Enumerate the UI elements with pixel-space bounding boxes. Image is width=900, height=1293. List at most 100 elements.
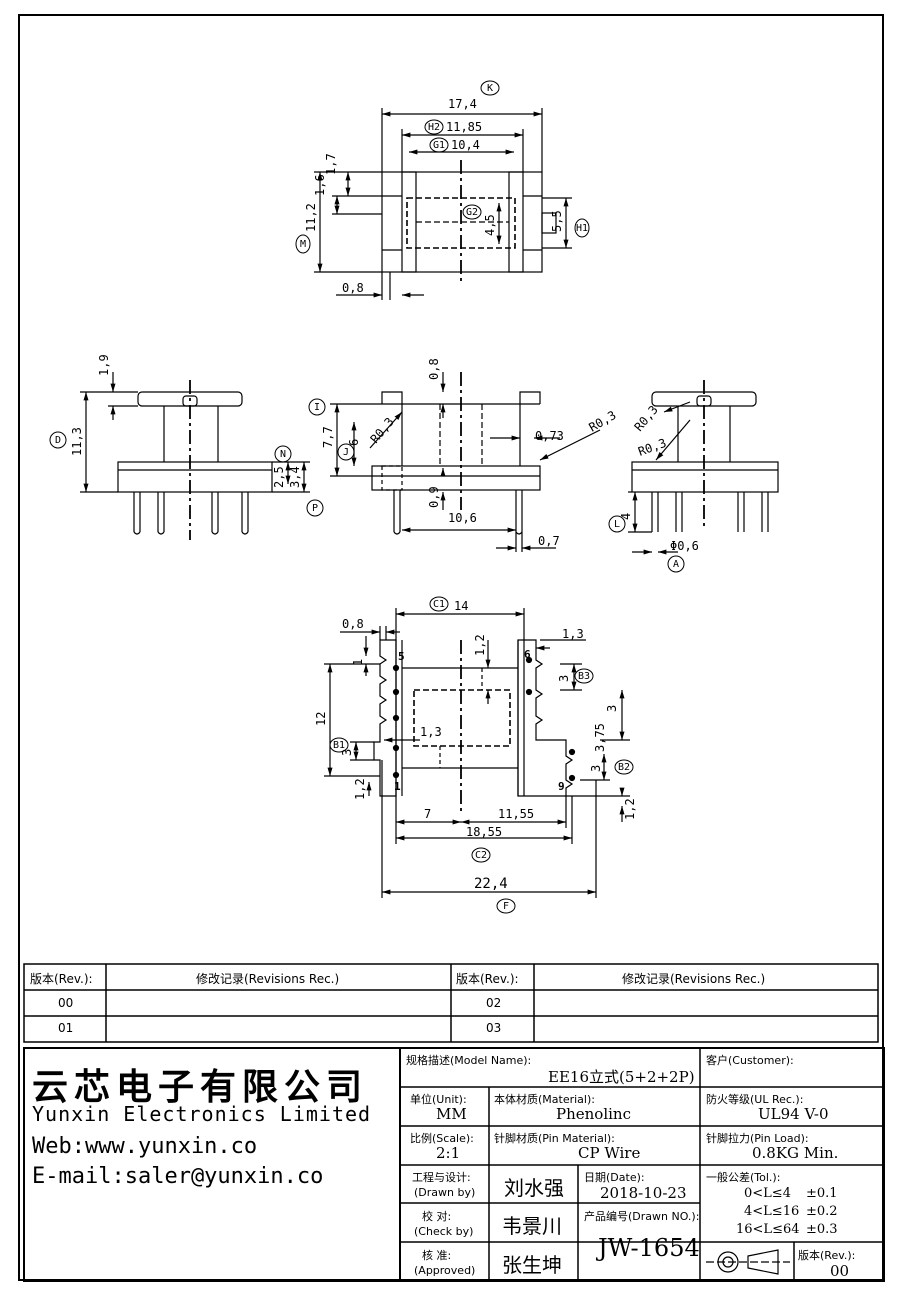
dim-11-2: 11,2 bbox=[304, 203, 318, 232]
technical-drawing: 17,4 11,85 10,4 1,7 1,6 11,2 4,5 5,5 0,8… bbox=[49, 80, 779, 914]
tag-j: J bbox=[343, 447, 349, 458]
company-name-cn: 云芯电子有限公司 bbox=[32, 1067, 369, 1108]
tol-range-2: 4<L≤16 bbox=[744, 1204, 800, 1219]
rev-value: 00 bbox=[830, 1262, 850, 1280]
company-web: Web:www.yunxin.co bbox=[32, 1134, 258, 1159]
tag-h1: H1 bbox=[576, 223, 588, 234]
tag-a: A bbox=[673, 559, 679, 570]
model-value: EE16立式(5+2+2P) bbox=[548, 1068, 695, 1086]
front-view bbox=[80, 372, 310, 540]
tag-g2: G2 bbox=[466, 207, 478, 218]
dim-3-75: 3,75 bbox=[593, 723, 607, 752]
dim-0-73: 0,73 bbox=[535, 429, 564, 443]
dim-12: 12 bbox=[314, 712, 328, 726]
dim-0-7: 0,7 bbox=[538, 534, 560, 548]
dim-0-8-bottom: 0,8 bbox=[342, 617, 364, 631]
drawn-no-label: 产品编号(Drawn NO.): bbox=[584, 1210, 700, 1223]
drawn-no-value: JW-1654 bbox=[598, 1234, 700, 1262]
tol-value-3: ±0.3 bbox=[806, 1222, 838, 1237]
pin-load-value: 0.8KG Min. bbox=[752, 1144, 839, 1162]
dim-17-4: 17,4 bbox=[448, 97, 477, 111]
tag-b2: B2 bbox=[618, 762, 630, 773]
check-value: 韦景川 bbox=[502, 1214, 562, 1238]
dim-3-b1: 3 bbox=[340, 749, 354, 756]
right-view bbox=[628, 380, 779, 555]
pin-5: 5 bbox=[398, 650, 405, 663]
drawn-label-en: (Drawn by) bbox=[414, 1186, 476, 1199]
top-view bbox=[314, 108, 572, 300]
tol-value-2: ±0.2 bbox=[806, 1204, 838, 1219]
dim-3-4: 3,4 bbox=[288, 466, 302, 488]
pin-1: 1 bbox=[394, 780, 401, 793]
dim-14: 14 bbox=[454, 599, 468, 613]
dim-7-7: 7,7 bbox=[321, 426, 335, 448]
date-label: 日期(Date): bbox=[584, 1171, 645, 1184]
scale-value: 2:1 bbox=[436, 1144, 461, 1162]
check-label-cn: 校 对: bbox=[422, 1210, 452, 1223]
tag-i: I bbox=[314, 402, 320, 413]
drawn-value: 刘水强 bbox=[504, 1176, 564, 1200]
unit-label: 单位(Unit): bbox=[410, 1093, 467, 1106]
tag-l: L bbox=[614, 519, 620, 530]
tag-f: F bbox=[503, 901, 509, 912]
approved-label-en: (Approved) bbox=[414, 1264, 476, 1277]
model-label: 规格描述(Model Name): bbox=[406, 1054, 532, 1067]
material-value: Phenolinc bbox=[556, 1105, 631, 1123]
dim-1-3-top: 1,3 bbox=[562, 627, 584, 641]
pin-6: 6 bbox=[524, 648, 531, 661]
pin-material-label: 针脚材质(Pin Material): bbox=[494, 1132, 615, 1145]
dim-1: 1 bbox=[351, 659, 365, 666]
dim-3-right: 3 bbox=[605, 705, 619, 712]
dim-phi-0-6: Φ0,6 bbox=[670, 539, 699, 553]
rec-header-left: 修改记录(Revisions Rec.) bbox=[196, 972, 340, 986]
scale-label: 比例(Scale): bbox=[410, 1132, 474, 1145]
company-email: E-mail:saler@yunxin.co bbox=[32, 1164, 324, 1189]
rev-row-01: 01 bbox=[58, 1021, 74, 1035]
company-name-en: Yunxin Electronics Limited bbox=[32, 1102, 372, 1126]
dim-1-6: 1,6 bbox=[313, 174, 327, 196]
drawn-label-cn: 工程与设计: bbox=[412, 1171, 471, 1184]
projection-symbol-icon bbox=[706, 1249, 790, 1275]
dim-0-8-side: 0,8 bbox=[427, 358, 441, 380]
tol-label: 一般公差(Tol.): bbox=[706, 1171, 781, 1184]
tag-n: N bbox=[280, 449, 286, 460]
unit-value: MM bbox=[436, 1105, 467, 1123]
ul-label: 防火等级(UL Rec.): bbox=[706, 1093, 804, 1106]
rev-row-00: 00 bbox=[58, 996, 74, 1010]
rec-header-right: 修改记录(Revisions Rec.) bbox=[622, 972, 766, 986]
rev-label: 版本(Rev.): bbox=[798, 1249, 856, 1262]
tag-c2: C2 bbox=[475, 850, 487, 861]
tag-g1: G1 bbox=[433, 140, 445, 151]
tag-d: D bbox=[55, 435, 61, 446]
rev-header-left: 版本(Rev.): bbox=[30, 972, 93, 986]
tag-c1: C1 bbox=[433, 599, 445, 610]
pin-material-value: CP Wire bbox=[578, 1144, 641, 1162]
approved-label-cn: 核 准: bbox=[422, 1249, 452, 1262]
tag-m: M bbox=[300, 239, 306, 250]
dim-0-9: 0,9 bbox=[427, 486, 441, 508]
bottom-view bbox=[324, 608, 630, 898]
dim-1-2-right: 1,2 bbox=[623, 798, 637, 820]
dim-0-8-top: 0,8 bbox=[342, 281, 364, 295]
approved-value: 张生坤 bbox=[502, 1253, 562, 1277]
dim-5-5: 5,5 bbox=[550, 210, 564, 232]
dim-10-4: 10,4 bbox=[451, 138, 480, 152]
dim-22-4: 22,4 bbox=[474, 876, 508, 892]
dim-4: 4 bbox=[619, 513, 633, 520]
rev-row-02: 02 bbox=[486, 996, 502, 1010]
dim-18-55: 18,55 bbox=[466, 825, 502, 839]
side-view bbox=[330, 372, 601, 552]
dim-1-2-left: 1,2 bbox=[353, 778, 367, 800]
dim-11-55: 11,55 bbox=[498, 807, 534, 821]
dim-7: 7 bbox=[424, 807, 431, 821]
tag-k: K bbox=[487, 83, 493, 94]
pin-load-label: 针脚拉力(Pin Load): bbox=[706, 1132, 809, 1145]
tag-p: P bbox=[312, 503, 318, 514]
dim-11-85: 11,85 bbox=[446, 120, 482, 134]
tag-b3: B3 bbox=[578, 671, 590, 682]
tag-h2: H2 bbox=[428, 122, 440, 133]
rev-header-right: 版本(Rev.): bbox=[456, 972, 519, 986]
dim-6: 6 bbox=[347, 439, 361, 446]
ul-value: UL94 V-0 bbox=[758, 1105, 829, 1123]
